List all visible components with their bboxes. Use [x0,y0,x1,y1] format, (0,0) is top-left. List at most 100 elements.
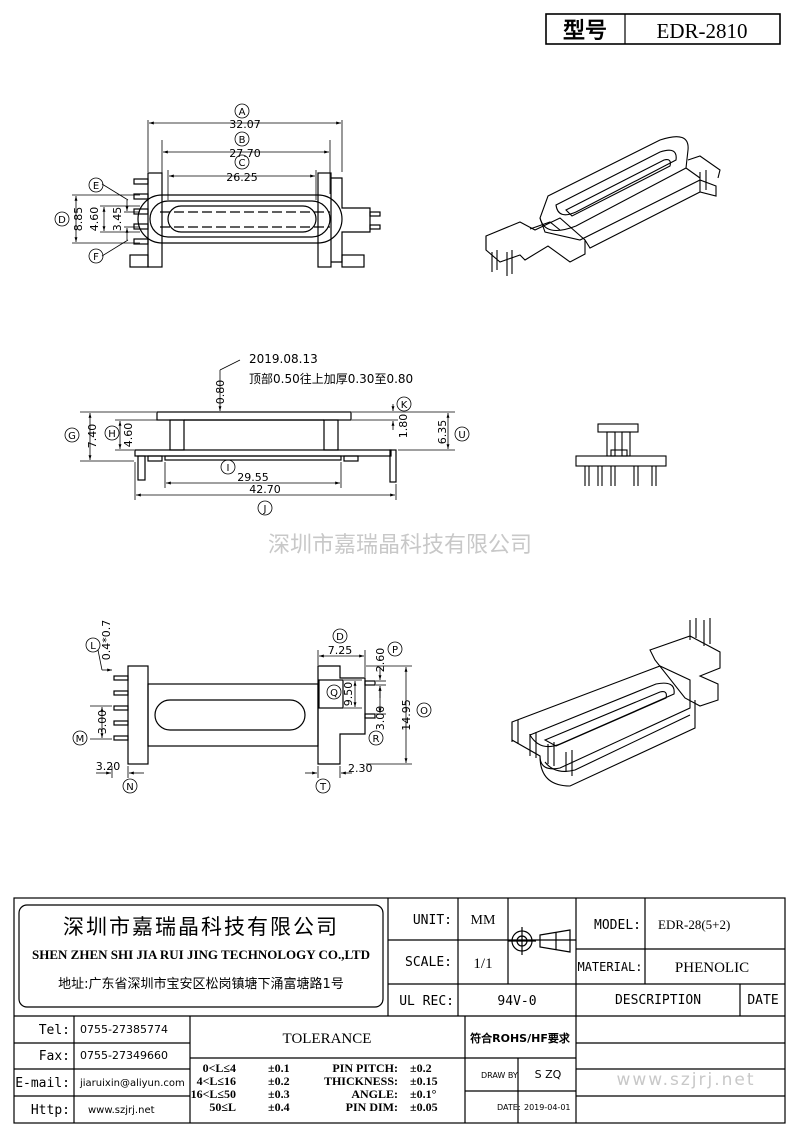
bottom-view-dims [90,649,412,778]
ul-label: UL REC: [399,994,454,1009]
dim-h: 4.60 [122,423,135,448]
rohs-note: 符合ROHS/HF要求 [470,1031,571,1045]
title-block [13,897,786,1124]
tol-name-3: ANGLE: [351,1087,398,1101]
label-k: K [401,400,408,411]
dim-u: 6.35 [436,420,449,445]
side-view-labels [64,396,470,516]
http-value: www.szjrj.net [88,1105,155,1116]
label-n: N [126,782,133,793]
email-value: jiaruixin@aliyun.com [79,1078,185,1089]
tel-label: Tel: [39,1023,70,1038]
dim-q: 9.50 [342,682,355,707]
dim-c: 26.25 [226,171,258,184]
tol-rval-4: ±0.05 [410,1100,438,1114]
label-j: J [263,504,267,515]
dim-g: 7.40 [86,424,99,449]
bottom-view [113,665,376,765]
side-view-dim-text: 0.80 7.40 4.60 1.80 6.35 29.55 42.70 [86,380,449,496]
dim-dd: 7.25 [328,644,353,657]
side-view-dims [80,359,455,500]
dim-o: 14.95 [400,699,413,731]
model-header-box: 型号 EDR-2810 [545,13,781,45]
end-view [575,423,667,486]
fax-value: 0755-27349660 [80,1049,168,1062]
tol-name-2: THICKNESS: [324,1074,398,1088]
bottom-view-labels [72,628,432,794]
company-watermark: 深圳市嘉瑞晶科技有限公司 [268,533,532,558]
material-value: PHENOLIC [675,960,749,976]
company-address: 地址:广东省深圳市宝安区松岗镇塘下涌富塘路1号 [58,976,344,992]
label-m: M [76,734,85,745]
label-i: I [227,463,230,474]
site-watermark: www.szjrj.net [616,1070,755,1090]
date-header-label: DATE [747,993,778,1008]
top-view-dim-text: 32.07 27.70 26.25 8.85 4.60 3.45 [72,118,261,231]
description-label: DESCRIPTION [615,993,701,1008]
label-u: U [458,430,465,441]
label-g: G [68,431,76,442]
tolerance-label: TOLERANCE [283,1031,372,1047]
model-header-value: EDR-2810 [657,19,748,43]
draw-by-value: S ZQ [535,1068,562,1081]
company-name-en: SHEN ZHEN SHI JIA RUI JING TECHNOLOGY CO… [32,947,370,962]
dim-l: 0.4*0.7 [100,620,113,661]
dim-r: 3.00 [374,706,387,731]
label-l: L [90,641,96,652]
label-f: F [93,252,99,263]
draw-by-label: DRAW BY: [481,1071,519,1080]
label-b: B [239,135,246,146]
revision-note: 2019.08.13 顶部0.50往上加厚0.30至0.80 [249,352,413,386]
label-q: Q [330,688,338,699]
tol-val-2: ±0.2 [268,1074,290,1088]
label-a: A [239,107,246,118]
title-block-text: 深圳市嘉瑞晶科技有限公司 SHEN ZHEN SHI JIA RUI JING … [15,913,778,1118]
tol-val-4: ±0.4 [268,1100,290,1114]
dim-f: 3.45 [111,207,124,232]
date-label: DATE: [497,1103,521,1112]
tol-rval-3: ±0.1° [410,1087,437,1101]
tol-range-3: 16<L≤50 [191,1087,236,1101]
tol-name-1: PIN PITCH: [332,1061,398,1075]
tol-rval-1: ±0.2 [410,1061,432,1075]
unit-label: UNIT: [413,913,452,928]
date-value: 2019-04-01 [524,1103,571,1112]
top-view-dims [72,120,343,257]
note-date: 2019.08.13 [249,352,318,366]
label-d: D [58,215,66,226]
company-name-cn: 深圳市嘉瑞晶科技有限公司 [63,915,339,939]
dim-n: 3.20 [96,760,121,773]
tol-rval-2: ±0.15 [410,1074,438,1088]
dim-i: 29.55 [237,471,269,484]
scale-label: SCALE: [405,955,452,970]
isometric-view-2 [511,618,721,787]
note-change: 顶部0.50往上加厚0.30至0.80 [249,371,413,386]
dim-m: 3.00 [96,710,109,735]
tol-val-1: ±0.1 [268,1061,290,1075]
dim-j: 42.70 [249,483,281,496]
http-label: Http: [31,1103,70,1118]
tel-value: 0755-27385774 [80,1023,168,1036]
material-label: MATERIAL: [577,960,642,974]
model-header-label: 型号 [563,19,607,44]
unit-value: MM [471,913,496,928]
isometric-view-1 [485,136,721,276]
dim-p: 2.60 [374,648,387,673]
label-p: P [392,645,398,656]
top-view [129,172,381,268]
email-label: E-mail: [15,1076,70,1091]
dim-top: 0.80 [214,380,227,405]
bottom-view-dim-text: 0.4*0.7 3.00 3.20 7.25 2.60 9.50 3.00 14… [96,620,413,775]
fax-label: Fax: [39,1049,70,1064]
dim-e: 4.60 [88,207,101,232]
tol-range-4: 50≤L [209,1100,236,1114]
label-r: R [373,734,380,745]
tol-range-1: 0<L≤4 [203,1061,236,1075]
dim-d: 8.85 [72,207,85,232]
model-value: EDR-28(5+2) [658,917,730,932]
scale-value: 1/1 [473,956,492,972]
label-h: H [108,429,116,440]
dim-k: 1.80 [397,414,410,439]
model-label: MODEL: [594,918,641,933]
label-c: C [239,158,246,169]
